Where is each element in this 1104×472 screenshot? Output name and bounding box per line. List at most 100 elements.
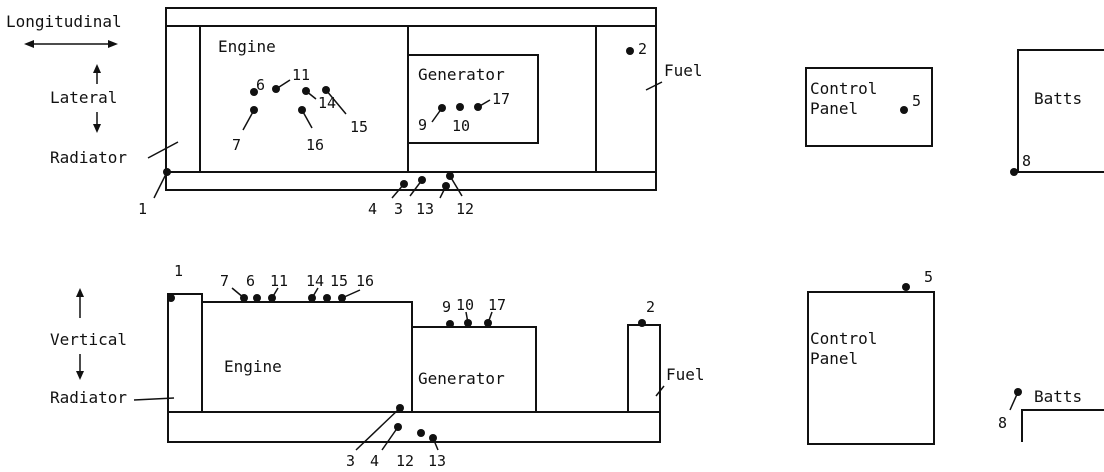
sensor-point: 15 bbox=[322, 86, 368, 136]
svg-text:11: 11 bbox=[292, 66, 310, 84]
svg-text:12: 12 bbox=[456, 200, 474, 218]
radiator-block-side bbox=[167, 293, 203, 413]
vertical-arrow-down bbox=[76, 354, 84, 380]
svg-text:2: 2 bbox=[646, 298, 655, 316]
vertical-arrow-up bbox=[76, 288, 84, 318]
svg-text:10: 10 bbox=[456, 296, 474, 314]
sensor-point: 13 bbox=[428, 434, 446, 470]
svg-text:7: 7 bbox=[220, 272, 229, 290]
generator-label-side: Generator bbox=[418, 369, 505, 388]
batts-box-top bbox=[1017, 49, 1104, 173]
fuel-label-side: Fuel bbox=[666, 365, 705, 384]
sensor-point: 11 bbox=[268, 272, 288, 302]
sensor-point: 12 bbox=[446, 172, 474, 218]
sensor-point: 7 bbox=[220, 272, 248, 302]
sensor-point: 8 bbox=[998, 388, 1022, 432]
sensor-point: 4 bbox=[368, 180, 408, 218]
sensor-point: 14 bbox=[306, 272, 324, 302]
control-label-side: Control bbox=[810, 329, 877, 348]
sensor-point: 5 bbox=[902, 268, 933, 291]
sensor-point: 1 bbox=[138, 168, 171, 218]
sensor-point: 14 bbox=[302, 87, 336, 112]
svg-text:16: 16 bbox=[356, 272, 374, 290]
svg-text:8: 8 bbox=[1022, 152, 1031, 170]
svg-text:15: 15 bbox=[330, 272, 348, 290]
radiator-leader-top bbox=[147, 141, 179, 159]
vertical-label: Vertical bbox=[50, 330, 127, 349]
sensor-point: 3 bbox=[394, 176, 426, 218]
sensor-point: 7 bbox=[232, 106, 258, 154]
control-panel-side bbox=[807, 291, 935, 445]
radiator-label-top: Radiator bbox=[50, 148, 127, 167]
sensor-point: 6 bbox=[250, 76, 265, 96]
svg-text:14: 14 bbox=[306, 272, 324, 290]
svg-text:16: 16 bbox=[306, 136, 324, 154]
sensor-point: 9 bbox=[442, 298, 454, 328]
sensor-point: 17 bbox=[474, 90, 510, 111]
svg-text:8: 8 bbox=[998, 414, 1007, 432]
svg-text:11: 11 bbox=[270, 272, 288, 290]
sensor-point: 9 bbox=[418, 104, 446, 134]
svg-text:13: 13 bbox=[416, 200, 434, 218]
svg-text:14: 14 bbox=[318, 94, 336, 112]
sensor-point: 12 bbox=[396, 429, 425, 470]
sensor-point: 1 bbox=[167, 262, 183, 302]
sensor-point: 10 bbox=[456, 296, 474, 327]
engine-label-top: Engine bbox=[218, 37, 276, 56]
svg-text:5: 5 bbox=[912, 92, 921, 110]
svg-text:4: 4 bbox=[368, 200, 377, 218]
svg-text:5: 5 bbox=[924, 268, 933, 286]
sensor-point: 16 bbox=[338, 272, 374, 302]
svg-text:12: 12 bbox=[396, 452, 414, 470]
batts-label-side: Batts bbox=[1034, 387, 1082, 406]
fuel-label-top: Fuel bbox=[664, 61, 703, 80]
longitudinal-label: Longitudinal bbox=[6, 12, 122, 31]
skid-frame-top bbox=[165, 7, 657, 191]
svg-text:17: 17 bbox=[488, 296, 506, 314]
svg-text:3: 3 bbox=[346, 452, 355, 470]
sensor-point: 8 bbox=[1010, 152, 1031, 176]
sensor-point: 5 bbox=[900, 92, 921, 114]
batts-label-top: Batts bbox=[1034, 89, 1082, 108]
side-view: Vertical Radiator Engine Generator Fuel … bbox=[50, 262, 1104, 470]
lateral-arrow-up bbox=[93, 64, 101, 84]
svg-text:9: 9 bbox=[418, 116, 427, 134]
svg-text:17: 17 bbox=[492, 90, 510, 108]
skid-base-side bbox=[167, 411, 661, 443]
sensor-point: 13 bbox=[416, 182, 450, 218]
sensor-point: 3 bbox=[346, 404, 404, 470]
svg-text:1: 1 bbox=[174, 262, 183, 280]
sensor-point: 2 bbox=[638, 298, 655, 327]
sensor-point: 11 bbox=[272, 66, 310, 93]
svg-text:1: 1 bbox=[138, 200, 147, 218]
top-view: Longitudinal Lateral Radiator Engine Gen… bbox=[6, 7, 1104, 218]
sensor-point: 6 bbox=[246, 272, 261, 302]
sensor-point: 2 bbox=[626, 40, 647, 58]
svg-text:7: 7 bbox=[232, 136, 241, 154]
generator-box-top bbox=[407, 54, 539, 144]
radiator-label-side: Radiator bbox=[50, 388, 127, 407]
fuel-block-side bbox=[627, 324, 661, 413]
engine-label-side: Engine bbox=[224, 357, 282, 376]
control-label-top: Control bbox=[810, 79, 877, 98]
svg-text:10: 10 bbox=[452, 117, 470, 135]
lateral-label: Lateral bbox=[50, 88, 117, 107]
svg-text:9: 9 bbox=[442, 298, 451, 316]
longitudinal-arrow bbox=[24, 40, 118, 48]
panel-label-top: Panel bbox=[810, 99, 858, 118]
lateral-arrow-down bbox=[93, 112, 101, 133]
svg-text:6: 6 bbox=[246, 272, 255, 290]
sensor-point: 15 bbox=[323, 272, 348, 302]
batts-box-side bbox=[1021, 409, 1104, 442]
sensor-point: 4 bbox=[370, 423, 402, 470]
svg-text:2: 2 bbox=[638, 40, 647, 58]
svg-text:6: 6 bbox=[256, 76, 265, 94]
svg-text:15: 15 bbox=[350, 118, 368, 136]
svg-text:13: 13 bbox=[428, 452, 446, 470]
sensor-point: 17 bbox=[484, 296, 506, 327]
panel-label-side: Panel bbox=[810, 349, 858, 368]
sensor-point: 16 bbox=[298, 106, 324, 154]
svg-text:4: 4 bbox=[370, 452, 379, 470]
svg-text:3: 3 bbox=[394, 200, 403, 218]
